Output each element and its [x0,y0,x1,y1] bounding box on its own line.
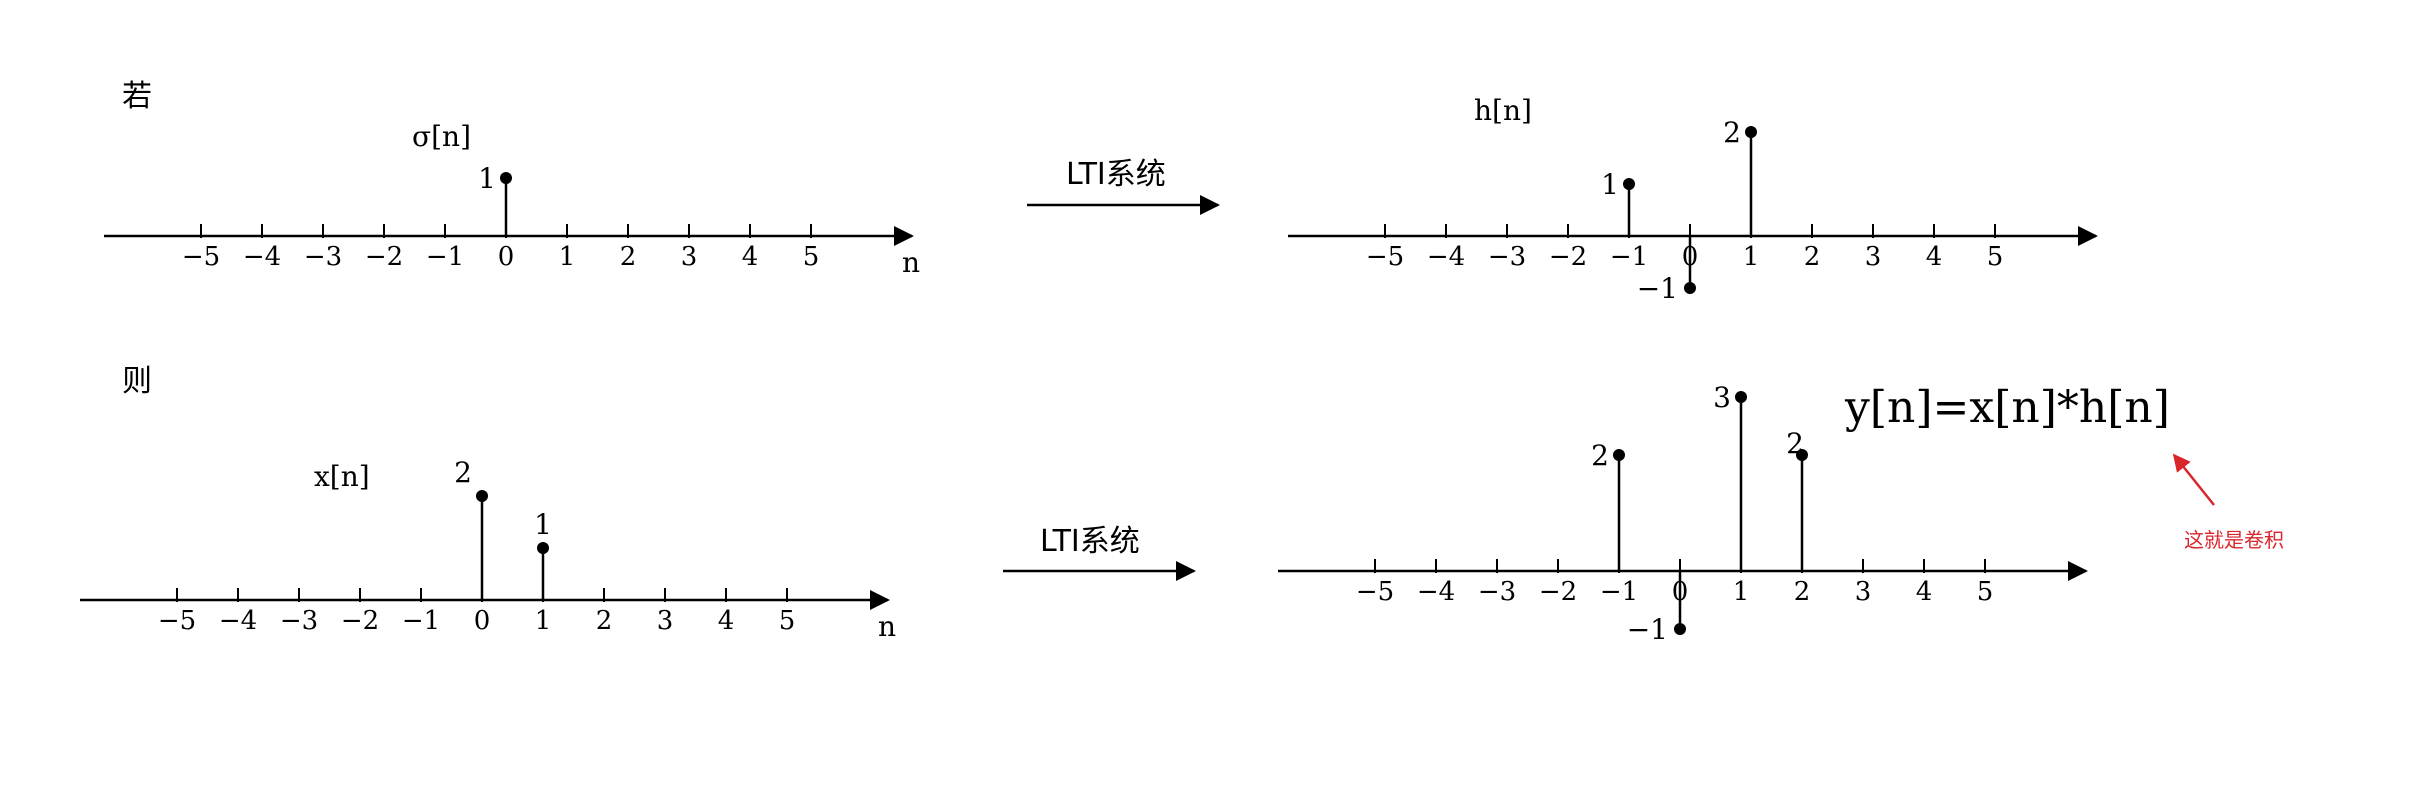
then-label: 则 [122,364,152,399]
delta-tick-label: −2 [365,242,403,272]
x-tick-label: −5 [158,606,196,636]
y-tick-label: −3 [1478,577,1516,607]
y-stem-marker [1674,623,1686,635]
x-value-label: 1 [534,508,552,541]
x-tick-label: 4 [718,606,735,636]
y-value-label: −1 [1627,613,1668,646]
x-tick-label: −2 [341,606,379,636]
x-tick-label: 3 [657,606,674,636]
delta-tick-label: 0 [498,242,515,272]
annotation-arrow [2172,453,2215,506]
y-tick-label: 2 [1794,577,1811,607]
y-value-label: 3 [1713,381,1731,414]
h-stem-marker [1623,178,1635,190]
h-tick-label: −3 [1488,242,1526,272]
h-tick-label: −1 [1610,242,1648,272]
y-value-label: 2 [1591,439,1609,472]
y-stem-marker [1613,449,1625,461]
annotation-text: 这就是卷积 [2184,528,2284,552]
x-tick-label: −4 [219,606,257,636]
delta-value-label: 1 [478,162,496,195]
y-tick-label: −4 [1417,577,1455,607]
y-stem-marker [1796,449,1808,461]
plot-x: −5 −4 −3 −2 −1 0 1 2 3 4 5 2 1 x[n] n [80,456,896,643]
h-stem-marker [1745,126,1757,138]
h-tick-label: −5 [1366,242,1404,272]
x-stem-marker [476,490,488,502]
delta-tick-label: 2 [620,242,637,272]
if-label: 若 [122,79,152,114]
x-value-label: 2 [454,456,472,489]
delta-x-axis-label: n [902,246,920,279]
x-stem-marker [537,542,549,554]
h-title: h[n] [1474,94,1532,127]
delta-title: σ[n] [412,120,471,153]
y-stem-marker [1735,391,1747,403]
h-value-label: 1 [1601,168,1619,201]
y-tick-label: 5 [1977,577,1994,607]
y-tick-label: −1 [1600,577,1638,607]
delta-tick-label: 4 [742,242,759,272]
x-tick-label: 2 [596,606,613,636]
lti-system-top: LTI系统 [1027,157,1220,215]
y-tick-label: −2 [1539,577,1577,607]
x-x-axis-label: n [878,610,896,643]
lti-system-bottom: LTI系统 [1003,524,1196,581]
h-tick-label: 2 [1804,242,1821,272]
x-tick-label: 0 [474,606,491,636]
delta-tick-label: 1 [559,242,576,272]
delta-stem-marker [500,172,512,184]
x-tick-label: 1 [535,606,552,636]
y-tick-label: 3 [1855,577,1872,607]
h-tick-label: 4 [1926,242,1943,272]
x-tick-label: −3 [280,606,318,636]
h-tick-label: 3 [1865,242,1882,272]
delta-tick-label: −4 [243,242,281,272]
delta-tick-label: 3 [681,242,698,272]
y-value-label: 2 [1786,427,1804,460]
delta-tick-label: −5 [182,242,220,272]
h-value-label: −1 [1637,272,1678,305]
h-value-label: 2 [1723,116,1741,149]
h-tick-label: −4 [1427,242,1465,272]
y-tick-label: 4 [1916,577,1933,607]
y-tick-label: −5 [1356,577,1394,607]
x-tick-label: 5 [779,606,796,636]
delta-tick-label: −3 [304,242,342,272]
h-stem-marker [1684,282,1696,294]
h-tick-label: −2 [1549,242,1587,272]
delta-tick-label: 5 [803,242,820,272]
x-tick-label: −1 [402,606,440,636]
lti-system-top-label: LTI系统 [1066,157,1166,192]
lti-system-bottom-label: LTI系统 [1040,524,1140,559]
x-title: x[n] [314,460,370,493]
h-tick-label: 5 [1987,242,2004,272]
convolution-formula: y[n]=x[n]*h[n] [1844,382,2170,433]
y-tick-label: 1 [1733,577,1750,607]
delta-tick-label: −1 [426,242,464,272]
h-tick-label: 1 [1743,242,1760,272]
